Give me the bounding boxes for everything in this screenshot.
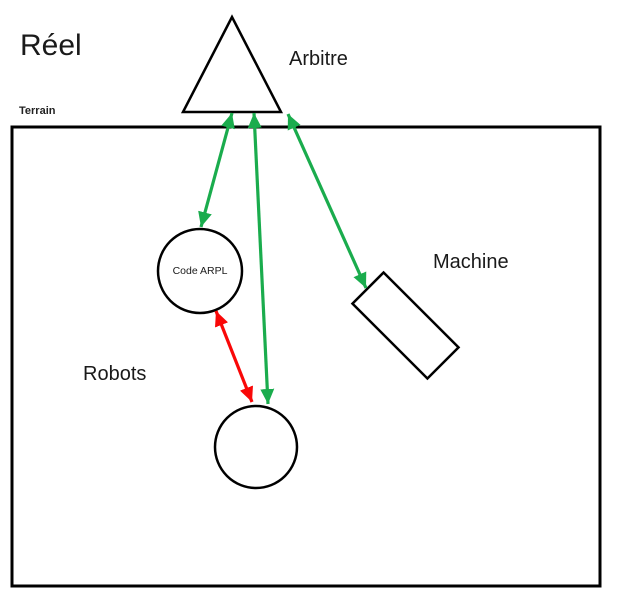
machine-rectangle <box>350 270 461 381</box>
terrain-label: Terrain <box>19 105 56 117</box>
arbitre-triangle <box>180 14 284 114</box>
arrow-arbitre-robots <box>247 112 275 405</box>
reel-label: Réel <box>20 29 82 62</box>
terrain-rectangle <box>10 125 602 588</box>
robots-label: Robots <box>83 363 147 385</box>
arrow-arbitre-code-arpl <box>198 112 235 228</box>
code-arpl-circle <box>156 227 244 315</box>
arrow-arbitre-machine <box>286 113 368 289</box>
machine-label: Machine <box>433 251 509 273</box>
arrow-code-arpl-robots <box>214 310 254 403</box>
code-arpl-label: Code ARPL <box>172 264 228 277</box>
robots-circle <box>213 404 299 490</box>
arbitre-label: Arbitre <box>289 48 348 70</box>
